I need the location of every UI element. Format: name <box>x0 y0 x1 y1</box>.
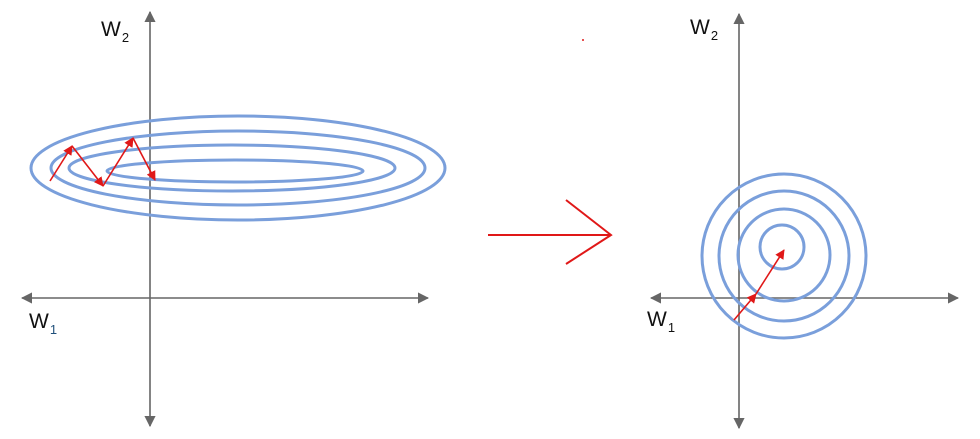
right-panel: W2 W1 <box>647 12 960 430</box>
right-step-1 <box>733 293 757 321</box>
transition-arrow <box>488 199 613 265</box>
left-panel: W2 W1 <box>20 10 447 428</box>
left-contour-2 <box>49 129 427 207</box>
left-y-axis-label: W2 <box>101 18 129 45</box>
right-step-2 <box>755 249 785 295</box>
red-dot-mark <box>582 39 584 41</box>
left-contour-inner <box>105 158 365 184</box>
right-contour-3 <box>736 207 832 303</box>
left-contour-3 <box>67 143 397 193</box>
right-contour-inner <box>758 223 806 271</box>
right-contour-2 <box>717 189 851 323</box>
right-x-axis-label: W1 <box>647 308 675 335</box>
left-step-1 <box>49 145 73 182</box>
left-step-2 <box>71 145 104 187</box>
left-x-axis-label: W1 <box>29 310 57 337</box>
left-step-4 <box>132 137 156 181</box>
left-step-3 <box>102 137 134 187</box>
right-y-axis-label: W2 <box>690 16 718 43</box>
left-contour-outer <box>29 114 447 222</box>
right-contour-outer <box>700 172 868 340</box>
